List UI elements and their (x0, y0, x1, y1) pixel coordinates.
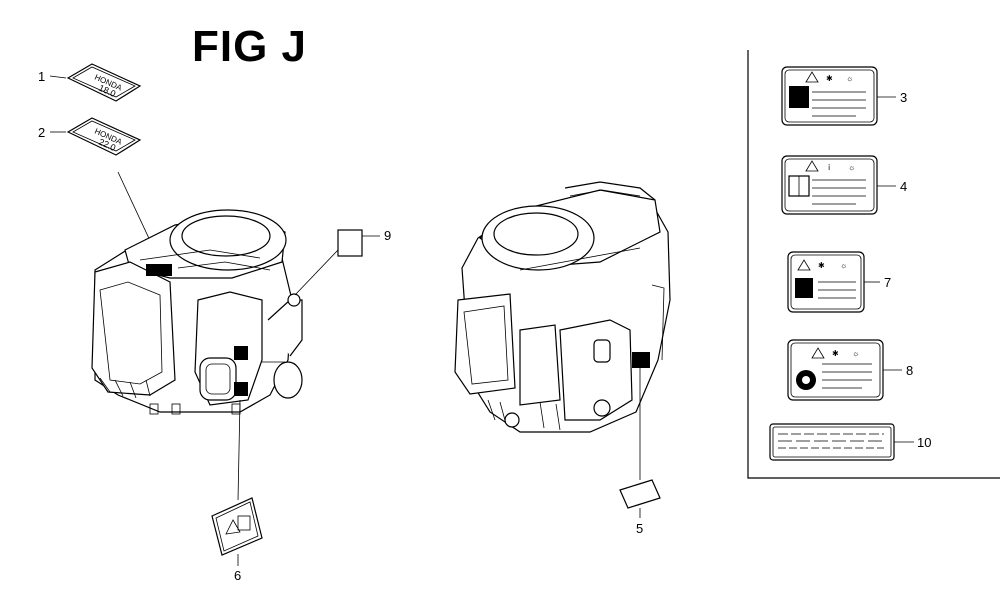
fire-hazard-icon (795, 278, 813, 298)
engine-right (454, 181, 671, 433)
svg-text:☼: ☼ (852, 349, 859, 358)
callout-8: 8 (906, 363, 913, 378)
warning-triangle-icon (797, 259, 811, 271)
label-panel-border (747, 50, 1000, 479)
decal-2-emblem: HONDA 22.0 (66, 117, 142, 156)
callout-9: 9 (384, 228, 391, 243)
engine-left-emblem-patch (146, 264, 172, 276)
svg-text:ⅰ: ⅰ (828, 163, 830, 172)
svg-text:☼: ☼ (840, 261, 847, 270)
manual-book-icon (237, 515, 251, 531)
callout-5: 5 (636, 521, 643, 536)
svg-text:✱: ✱ (826, 74, 833, 83)
decal-1-emblem: HONDA 18.0 (66, 63, 142, 102)
svg-text:☼: ☼ (846, 74, 853, 83)
callout-1: 1 (38, 69, 45, 84)
engine-right-label-patch (632, 352, 650, 368)
decal-8-safety-label: ✱ ☼ (787, 339, 884, 401)
hazard-pictogram-icon (789, 86, 809, 108)
warning-triangle-icon (805, 160, 819, 172)
engine-left (91, 209, 303, 415)
warning-triangle-icon (225, 519, 241, 535)
svg-text:✱: ✱ (832, 349, 839, 358)
callout-6: 6 (234, 568, 241, 583)
decal-7-safety-label: ✱ ☼ (787, 251, 865, 313)
callout-7: 7 (884, 275, 891, 290)
warning-triangle-icon (811, 347, 825, 359)
decal-9-plate (337, 229, 363, 257)
callout-2: 2 (38, 125, 45, 140)
decal-6-warning-plate (211, 497, 263, 556)
svg-text:✱: ✱ (818, 261, 825, 270)
figure-title: FIG J (192, 22, 308, 71)
decal-10-info-label (769, 423, 895, 461)
decal-4-safety-label: ⅰ ☼ (781, 155, 878, 215)
warning-triangle-icon (805, 71, 819, 83)
decal-3-safety-label: ✱ ☼ (781, 66, 878, 126)
decal-5-plate (619, 479, 661, 509)
callout-10: 10 (917, 435, 931, 450)
svg-text:☼: ☼ (848, 163, 855, 172)
callout-3: 3 (900, 90, 907, 105)
callout-4: 4 (900, 179, 907, 194)
